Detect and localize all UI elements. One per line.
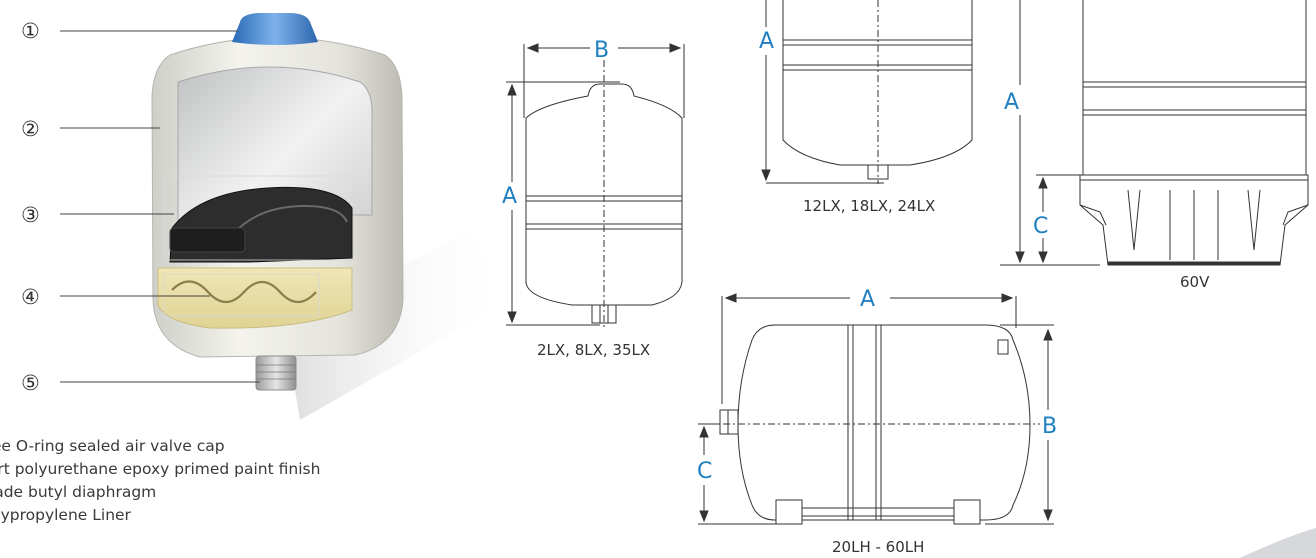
cutaway-shadow	[285, 230, 510, 420]
callout-numbers: ① ② ③ ④ ⑤	[21, 19, 40, 395]
stand-tank-drawing	[1000, 0, 1309, 266]
diaphragm-highlight	[234, 204, 348, 233]
feature-item-2: part polyurethane epoxy primed paint fin…	[0, 460, 321, 478]
small-vertical-tank-drawing	[506, 43, 685, 330]
medium-vertical-tank-drawing	[761, 0, 973, 184]
air-valve-cap	[232, 13, 318, 45]
small-tank-dim-a: A	[502, 184, 517, 209]
diaphragm-fold	[169, 227, 246, 253]
callout-2: ②	[21, 117, 40, 141]
polypropylene-liner	[157, 267, 353, 329]
cutaway-box-lower	[163, 273, 320, 317]
stand-tank-dim-a: A	[1004, 90, 1019, 115]
callout-5: ⑤	[21, 371, 40, 395]
feature-item-3: grade butyl diaphragm	[0, 483, 157, 501]
stand-tank-dim-c: C	[1033, 214, 1048, 239]
caption-horizontal: 20LH - 60LH	[832, 538, 924, 556]
callout-3: ③	[21, 203, 40, 227]
horizontal-tank-dim-c: C	[697, 459, 712, 484]
medium-tank-dim-a: A	[759, 29, 774, 54]
callout-leaders	[60, 30, 260, 383]
caption-stand-vertical: 60V	[1180, 273, 1210, 291]
caption-small-vertical: 2LX, 8LX, 35LX	[537, 341, 650, 359]
callout-4: ④	[21, 285, 40, 309]
feature-item-4: Polypropylene Liner	[0, 506, 131, 524]
cutaway-box-upper	[163, 175, 355, 261]
cutaway-tank	[151, 13, 510, 420]
corner-swoosh	[1240, 528, 1316, 558]
feature-item-1: Free O-ring sealed air valve cap	[0, 437, 225, 455]
horizontal-tank-dim-b: B	[1042, 414, 1057, 439]
small-tank-dim-b: B	[594, 38, 609, 63]
feature-list: Free O-ring sealed air valve cap part po…	[0, 435, 420, 527]
water-connection-fitting	[255, 355, 297, 391]
callout-1: ①	[21, 19, 40, 43]
liner-wave	[171, 280, 317, 304]
horizontal-tank-drawing	[698, 293, 1054, 525]
caption-medium-vertical: 12LX, 18LX, 24LX	[803, 197, 935, 215]
horizontal-tank-dim-a: A	[860, 287, 875, 312]
